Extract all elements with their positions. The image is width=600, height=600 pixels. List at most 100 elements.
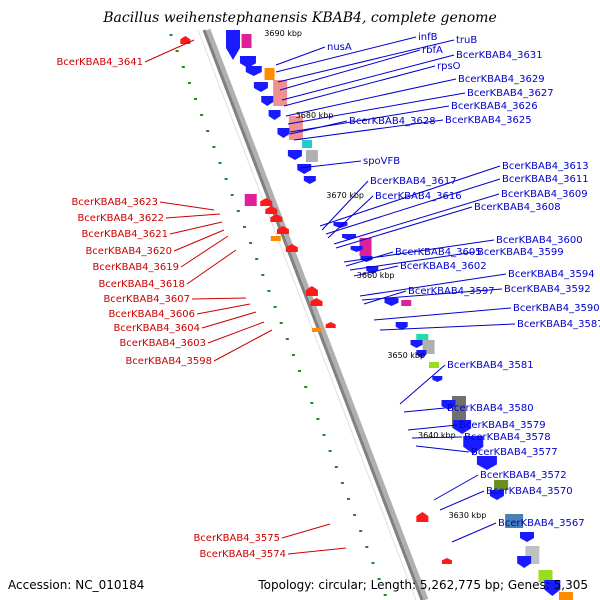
gene-label-right[interactable]: BcerKBAB4_3626	[451, 101, 538, 112]
right-strand-feature	[544, 580, 561, 596]
right-strand-feature	[239, 56, 256, 68]
gene-label-left[interactable]: BcerKBAB4_3606	[108, 309, 195, 320]
gene-label-right[interactable]: BcerKBAB4_3617	[370, 176, 457, 187]
gene-label-right[interactable]: BcerKBAB4_3580	[447, 403, 534, 414]
left-label-leader	[186, 249, 237, 285]
topology-text: Topology: circular; Length: 5,262,775 bp…	[258, 578, 588, 592]
gene-label-right[interactable]: BcerKBAB4_3616	[375, 191, 462, 202]
gene-label-right[interactable]: rbfA	[422, 45, 443, 56]
right-strand-feature	[264, 68, 275, 80]
gene-label-right[interactable]: BcerKBAB4_3594	[508, 269, 595, 280]
gene-label-right[interactable]: BcerKBAB4_3587	[517, 319, 600, 330]
gene-label-left[interactable]: BcerKBAB4_3618	[98, 279, 185, 290]
gene-label-right[interactable]: BcerKBAB4_3629	[458, 74, 545, 85]
gene-label-right[interactable]: BcerKBAB4_3627	[467, 88, 554, 99]
right-label-leader	[275, 36, 417, 73]
right-label-leader	[399, 364, 446, 405]
right-label-leader	[353, 265, 399, 277]
track-dot	[334, 466, 338, 468]
right-label-leader	[327, 195, 374, 239]
gene-label-left[interactable]: BcerKBAB4_3623	[71, 197, 158, 208]
right-label-leader	[335, 206, 473, 249]
gene-label-left[interactable]: BcerKBAB4_3621	[81, 229, 168, 240]
right-strand-feature	[494, 480, 509, 490]
track-dot	[267, 290, 271, 292]
track-dot	[175, 50, 179, 52]
gene-label-left[interactable]: BcerKBAB4_3619	[92, 262, 179, 273]
gene-label-right[interactable]: BcerKBAB4_3599	[477, 247, 564, 258]
gene-label-right[interactable]: truB	[456, 35, 477, 46]
right-label-leader	[379, 323, 516, 331]
right-strand-feature	[273, 80, 288, 106]
right-strand-feature	[277, 128, 290, 138]
right-label-leader	[359, 273, 507, 297]
left-strand-feature	[416, 512, 429, 522]
gene-label-right[interactable]: BcerKBAB4_3597	[408, 286, 495, 297]
track-dot	[218, 162, 222, 164]
gene-label-left[interactable]: BcerKBAB4_3598	[125, 356, 212, 367]
gene-label-right[interactable]: BcerKBAB4_3605	[395, 247, 482, 258]
backbone-shadow	[203, 28, 429, 600]
left-label-leader	[196, 303, 251, 315]
gene-label-right[interactable]: BcerKBAB4_3631	[456, 50, 543, 61]
right-label-leader	[293, 119, 444, 141]
gene-label-right[interactable]: BcerKBAB4_3613	[502, 161, 589, 172]
track-dot	[194, 98, 197, 100]
gene-label-right[interactable]: nusA	[327, 42, 352, 53]
gene-label-right[interactable]: BcerKBAB4_3609	[501, 189, 588, 200]
gene-label-right[interactable]: BcerKBAB4_3579	[459, 420, 546, 431]
track-dot	[279, 322, 283, 324]
right-strand-feature	[538, 570, 553, 582]
gene-label-right[interactable]: BcerKBAB4_3590	[513, 303, 600, 314]
gene-label-right[interactable]: spoVFB	[363, 156, 400, 167]
gene-label-right[interactable]: BcerKBAB4_3577	[471, 447, 558, 458]
gene-label-left[interactable]: BcerKBAB4_3575	[193, 533, 280, 544]
right-label-leader	[281, 54, 455, 101]
gene-label-right[interactable]: rpsO	[437, 61, 461, 72]
gene-label-left[interactable]: BcerKBAB4_3603	[119, 338, 206, 349]
right-label-leader	[319, 165, 501, 227]
gene-label-right[interactable]: BcerKBAB4_3581	[447, 360, 534, 371]
gene-features	[180, 30, 573, 600]
gene-label-right[interactable]: BcerKBAB4_3602	[400, 261, 487, 272]
right-strand-feature	[489, 490, 504, 500]
right-strand-feature	[463, 436, 484, 454]
gene-label-left[interactable]: BcerKBAB4_3574	[199, 549, 286, 560]
right-strand-feature	[366, 266, 379, 274]
gene-label-right[interactable]: BcerKBAB4_3572	[480, 470, 567, 481]
gene-label-left[interactable]: BcerKBAB4_3622	[77, 213, 164, 224]
gene-label-right[interactable]: BcerKBAB4_3611	[502, 174, 589, 185]
gene-label-right[interactable]: BcerKBAB4_3578	[464, 432, 551, 443]
gene-label-right[interactable]: BcerKBAB4_3567	[498, 518, 585, 529]
kbp-tick-label: 3640 kbp	[418, 431, 456, 440]
gene-label-right[interactable]: BcerKBAB4_3608	[474, 202, 561, 213]
track-dot	[340, 482, 344, 484]
gene-label-right[interactable]: BcerKBAB4_3570	[486, 486, 573, 497]
track-dot	[249, 242, 253, 244]
left-strand-feature	[310, 298, 323, 306]
right-label-leader	[343, 239, 495, 263]
right-label-leader	[373, 307, 512, 321]
left-strand-feature	[276, 226, 289, 234]
gene-label-right[interactable]: BcerKBAB4_3592	[504, 284, 591, 295]
gene-label-right[interactable]: BcerKBAB4_3628	[349, 116, 436, 127]
right-label-leader	[275, 46, 326, 66]
gene-label-right[interactable]: infB	[418, 32, 438, 43]
right-strand-feature	[558, 592, 573, 600]
gene-label-left[interactable]: BcerKBAB4_3641	[56, 57, 143, 68]
gene-label-right[interactable]: BcerKBAB4_3625	[445, 115, 532, 126]
right-strand-feature	[350, 246, 363, 252]
gene-label-left[interactable]: BcerKBAB4_3604	[113, 323, 200, 334]
right-strand-feature	[287, 150, 302, 160]
right-strand-feature	[253, 82, 268, 92]
gene-label-right[interactable]: BcerKBAB4_3600	[496, 235, 583, 246]
kbp-tick-label: 3680 kbp	[296, 111, 334, 120]
map-title: Bacillus weihenstephanensis KBAB4, compl…	[102, 10, 497, 26]
gene-label-left[interactable]: BcerKBAB4_3607	[103, 294, 190, 305]
right-label-leader	[349, 251, 476, 271]
track-dot	[236, 210, 240, 212]
left-label-leader	[169, 221, 223, 235]
right-label-leader	[415, 445, 470, 453]
gene-label-left[interactable]: BcerKBAB4_3620	[85, 246, 172, 257]
